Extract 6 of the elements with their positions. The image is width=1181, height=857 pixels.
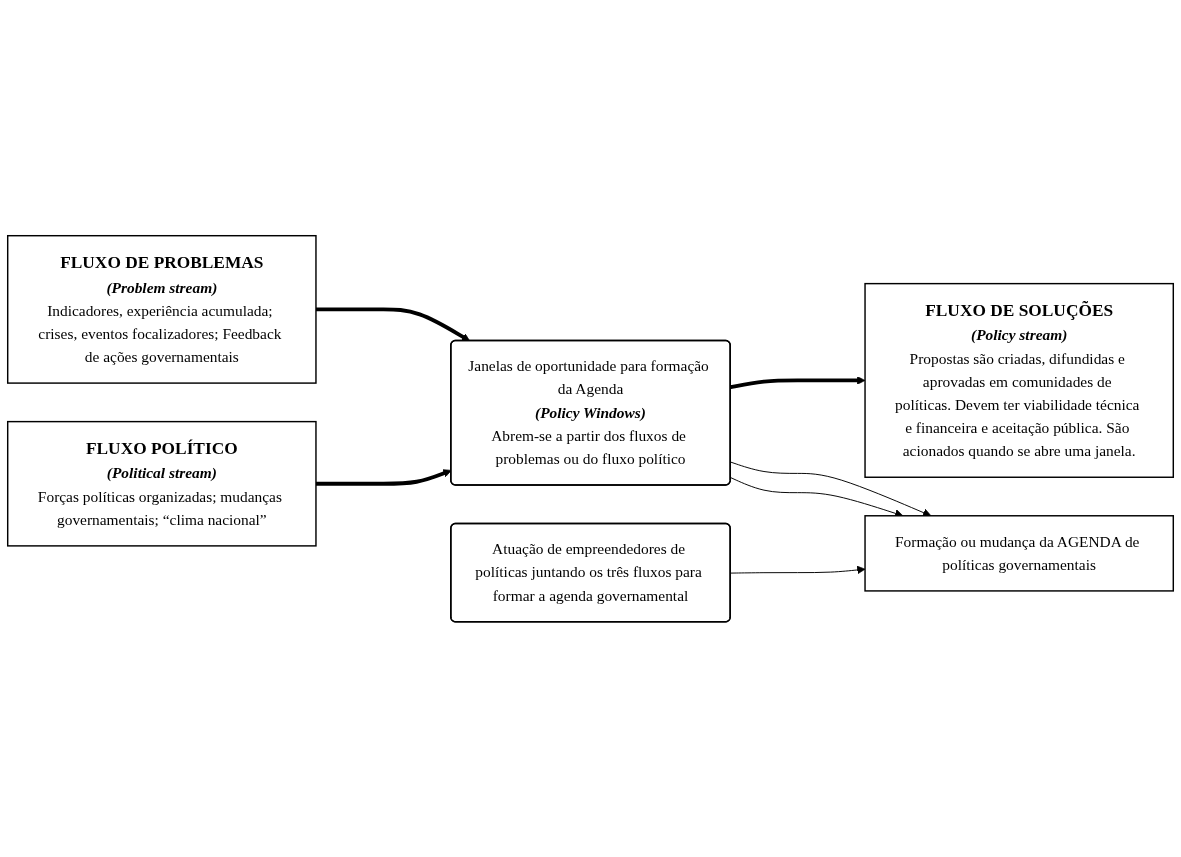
- arrow: [315, 307, 471, 342]
- arrow: [730, 375, 866, 389]
- node-box: FLUXO DE SOLUÇÕES (Policy stream) Propostas são criadas, difundidas e aprovadas em comunidades de políticas. Devem ter viabilidade técnica e financeira e aceitação pública. São acionados quando se abre uma janela.: [864, 282, 1174, 478]
- node-box: Formação ou mudança da AGENDA de políticas governamentais: [864, 514, 1174, 592]
- node-box: FLUXO DE PROBLEMAS (Problem stream) Indicadores, experiência acumulada; crises, eventos focalizadores; Feedback de ações governamentais: [7, 234, 317, 384]
- node-box: FLUXO POLÍTICO (Political stream) Forças políticas organizadas; mudanças governamentais; “clima nacional”: [7, 420, 317, 547]
